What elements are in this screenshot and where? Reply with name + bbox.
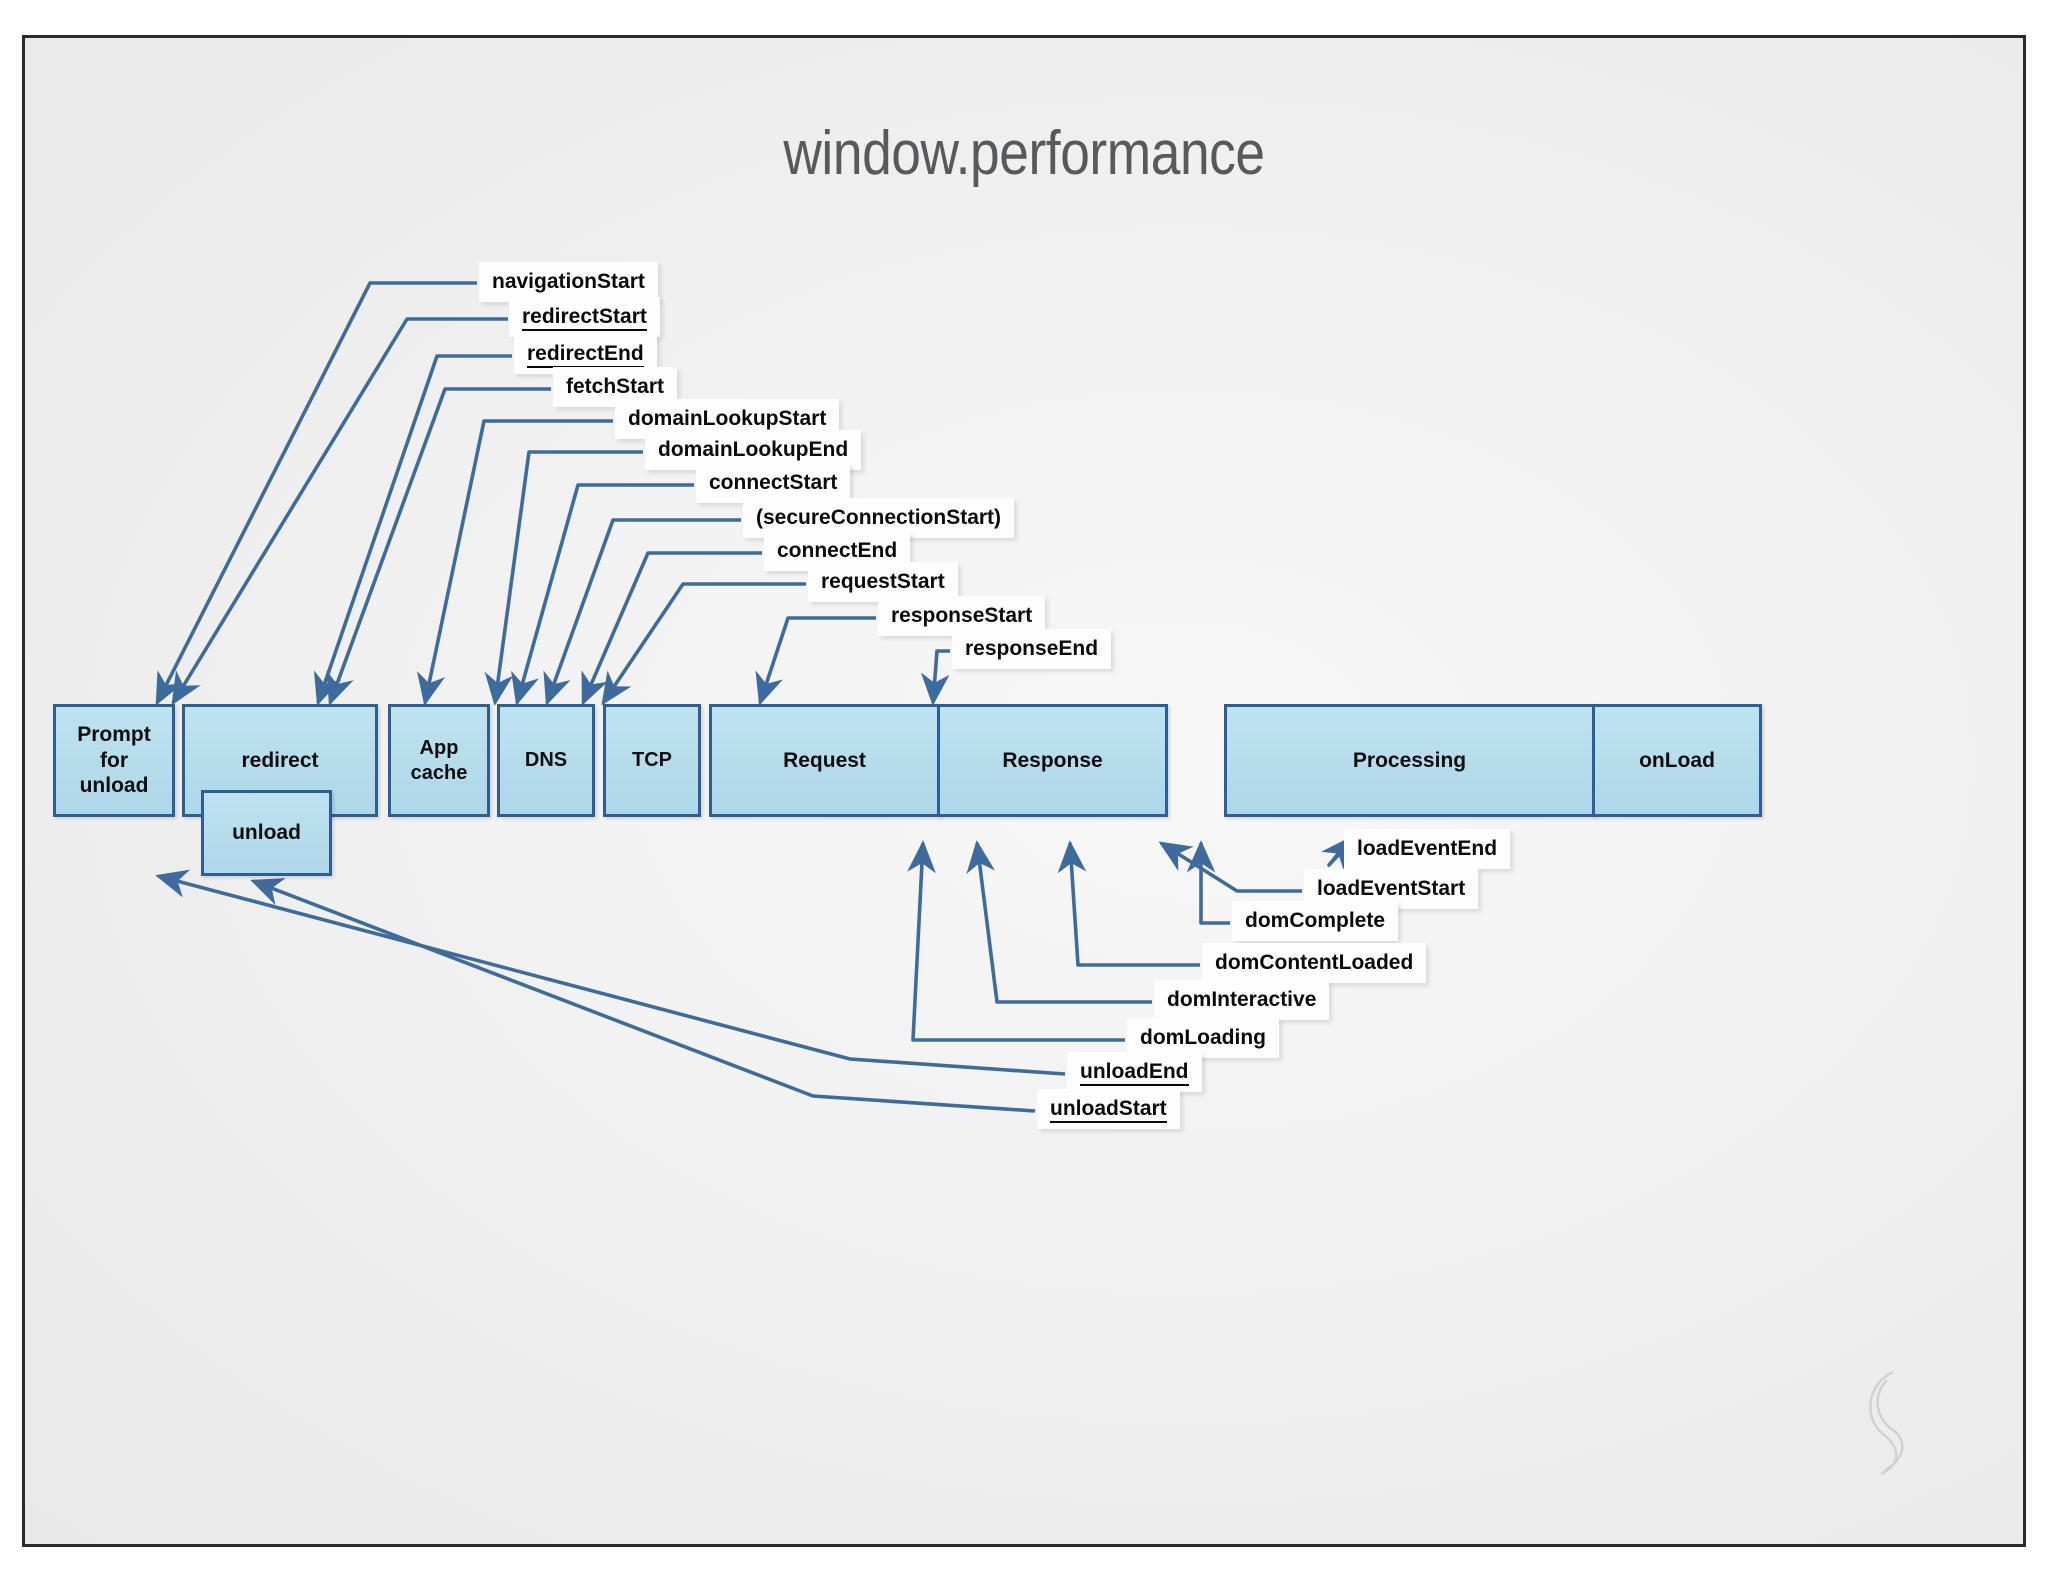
label-domContentLoaded[interactable]: domContentLoaded: [1202, 943, 1427, 983]
wire-domLoading: [907, 840, 1125, 1042]
wire-loadEventEnd: [1321, 835, 1353, 870]
label-domLoading[interactable]: domLoading: [1127, 1018, 1279, 1058]
label-unloadEnd[interactable]: unloadEnd: [1067, 1052, 1202, 1092]
label-text: loadEventEnd: [1357, 837, 1498, 860]
phase-label: App cache: [410, 737, 468, 784]
wire-fetchStart: [326, 387, 551, 706]
phase-label: unload: [232, 821, 301, 845]
label-text: domainLookupEnd: [658, 438, 849, 461]
wire-navigationStart: [155, 281, 477, 706]
label-text: loadEventStart: [1317, 877, 1466, 900]
phase-request[interactable]: Request: [709, 704, 940, 817]
label-unloadStart[interactable]: unloadStart: [1037, 1089, 1180, 1129]
wire-domInteractive: [966, 840, 1152, 1004]
phase-tcp[interactable]: TCP: [603, 704, 701, 817]
wire-domContentLoaded: [1057, 840, 1200, 967]
label-text: domContentLoaded: [1215, 951, 1414, 974]
wire-connectEnd: [581, 551, 762, 706]
label-text: redirectStart: [522, 305, 647, 331]
phase-label: DNS: [524, 749, 568, 772]
label-text: domLoading: [1140, 1026, 1266, 1049]
label-navigationStart[interactable]: navigationStart: [479, 262, 658, 302]
wire-redirectStart: [171, 317, 508, 706]
label-text: unloadStart: [1050, 1097, 1167, 1123]
wire-secureConnectionStart: [543, 518, 741, 706]
label-text: connectStart: [709, 471, 838, 494]
phase-label: Response: [1002, 748, 1103, 772]
label-text: fetchStart: [566, 375, 665, 398]
wire-domainLookupStart: [416, 419, 613, 706]
label-text: redirectEnd: [527, 342, 644, 368]
phase-label: Processing: [1352, 748, 1467, 772]
label-connectStart[interactable]: connectStart: [696, 463, 851, 503]
phase-label: TCP: [632, 749, 672, 772]
label-text: navigationStart: [492, 270, 645, 293]
label-text: domainLookupStart: [628, 407, 827, 430]
wire-domComplete: [1186, 840, 1230, 925]
label-text: domInteractive: [1167, 988, 1317, 1011]
label-text: requestStart: [821, 570, 945, 593]
phase-label: Request: [783, 748, 866, 772]
wire-loadEventStart: [1158, 841, 1302, 893]
wire-responseStart: [755, 616, 876, 706]
slide-canvas: window.performance: [22, 35, 2026, 1547]
phase-label: onLoad: [1639, 748, 1715, 772]
wire-unloadStart: [250, 878, 1036, 1113]
label-domInteractive[interactable]: domInteractive: [1154, 980, 1330, 1020]
label-text: responseStart: [891, 604, 1033, 627]
label-text: domComplete: [1245, 909, 1386, 932]
label-text: unloadEnd: [1080, 1060, 1189, 1086]
wire-connectStart: [511, 483, 694, 706]
wire-responseEnd: [920, 649, 950, 706]
wire-redirectEnd: [313, 354, 512, 706]
wire-requestStart: [601, 582, 806, 706]
wire-domainLookupEnd: [484, 450, 643, 706]
phase-prompt-for-unload[interactable]: Prompt for unload: [53, 704, 175, 817]
label-text: (secureConnectionStart): [756, 506, 1002, 529]
phase-app-cache[interactable]: App cache: [388, 704, 490, 817]
label-text: connectEnd: [777, 539, 898, 562]
phase-processing[interactable]: Processing: [1224, 704, 1595, 817]
phase-response[interactable]: Response: [937, 704, 1168, 817]
label-text: responseEnd: [965, 637, 1099, 660]
phase-onload[interactable]: onLoad: [1592, 704, 1762, 817]
wire-unloadEnd: [155, 869, 1066, 1076]
connector-layer: [155, 281, 1353, 1113]
label-loadEventEnd[interactable]: loadEventEnd: [1344, 829, 1511, 869]
label-responseEnd[interactable]: responseEnd: [952, 629, 1112, 669]
label-redirectStart[interactable]: redirectStart: [509, 297, 660, 337]
phase-label: Prompt for unload: [77, 723, 151, 798]
label-requestStart[interactable]: requestStart: [808, 562, 958, 602]
label-domComplete[interactable]: domComplete: [1232, 901, 1399, 941]
phase-unload[interactable]: unload: [201, 790, 332, 876]
phase-dns[interactable]: DNS: [497, 704, 595, 817]
page-title: window.performance: [783, 119, 1265, 188]
phase-label: redirect: [241, 748, 319, 772]
